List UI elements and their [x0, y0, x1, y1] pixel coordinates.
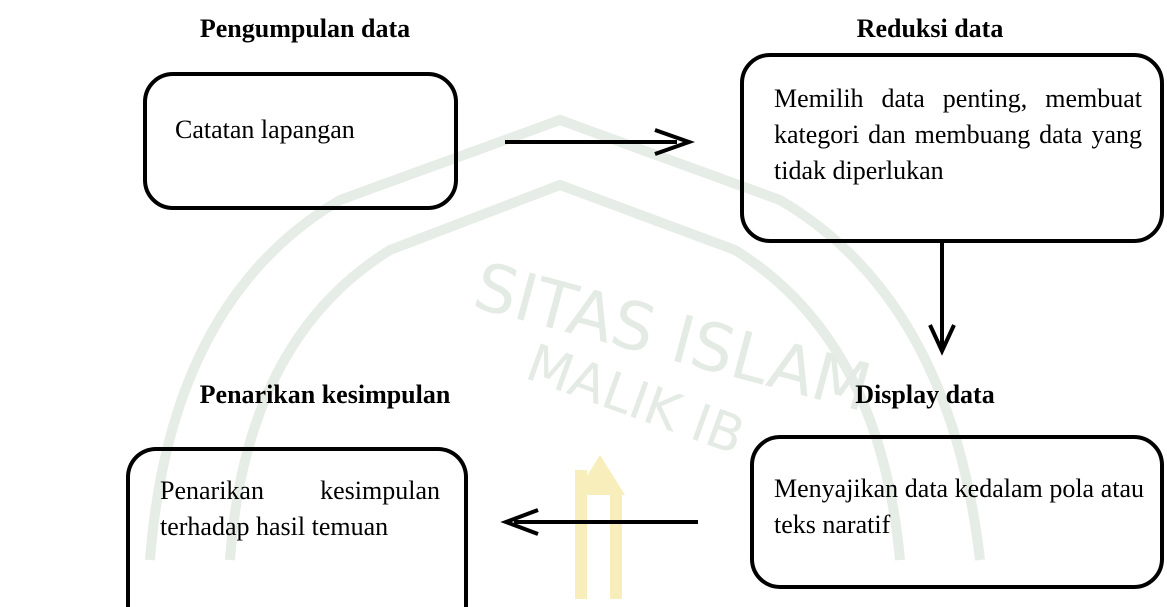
stage-title-penarikan: Penarikan kesimpulan [199, 380, 451, 409]
stage-title-reduksi: Reduksi data [856, 14, 1004, 43]
watermark-text-2: MALIK IB [519, 333, 752, 467]
stage-title-pengumpulan: Pengumpulan data [199, 14, 411, 43]
arrow-right [505, 128, 696, 156]
stage-text-penarikan: Penarikan kesimpulan terhadap hasil temu… [160, 476, 440, 541]
stage-box-penarikan: Penarikan kesimpulan terhadap hasil temu… [126, 447, 468, 607]
stage-box-pengumpulan: Catatan lapangan [143, 72, 458, 210]
stage-box-reduksi: Memilih data penting, membuat kategori d… [740, 53, 1164, 243]
arrow-left [500, 508, 698, 536]
stage-title-display: Display data [855, 380, 995, 409]
arrow-down [928, 243, 956, 356]
stage-box-display: Menyajikan data kedalam pola atau teks n… [750, 435, 1164, 589]
stage-text-display: Menyajikan data kedalam pola atau teks n… [774, 474, 1144, 539]
stage-text-reduksi: Memilih data penting, membuat kategori d… [774, 84, 1142, 185]
stage-text-pengumpulan: Catatan lapangan [175, 115, 355, 144]
